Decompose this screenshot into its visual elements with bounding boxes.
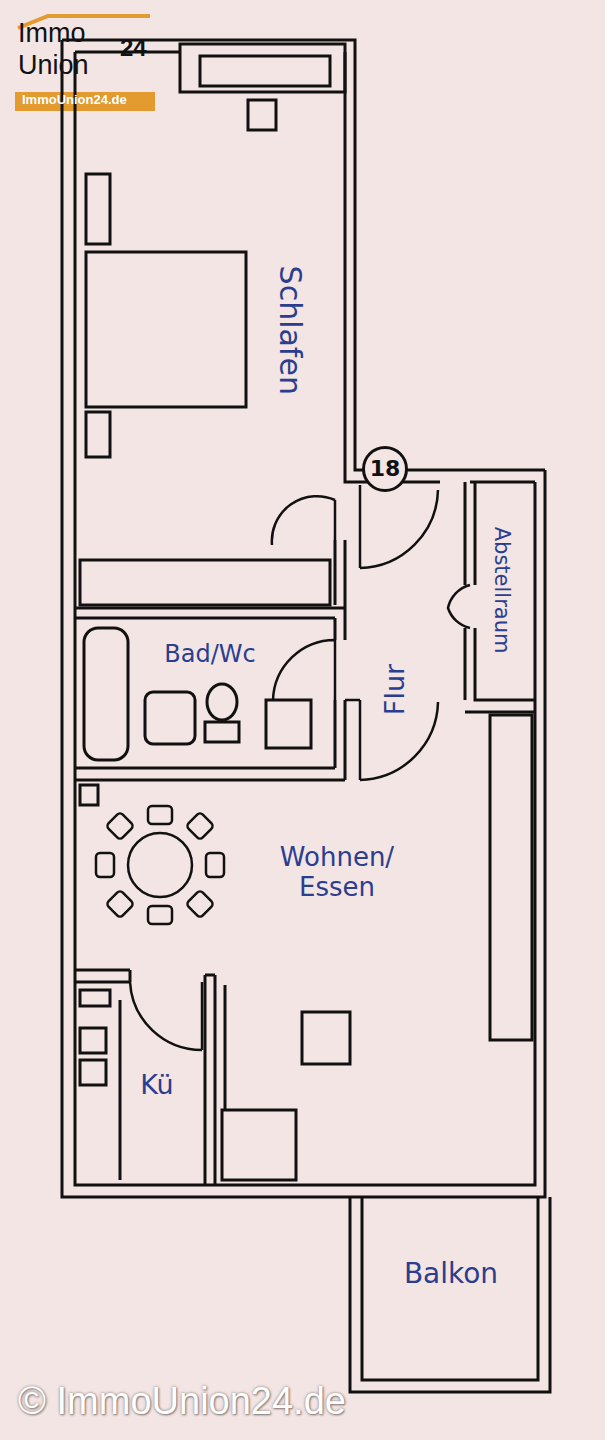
inner-wall — [75, 52, 535, 482]
cabinet — [490, 715, 532, 1040]
sideboard — [222, 1110, 296, 1180]
logo-bar — [15, 92, 155, 111]
room-label: Schlafen — [273, 265, 308, 394]
inner-wall — [75, 970, 130, 982]
room-area: Balkon — [368, 1242, 534, 1306]
fixture — [248, 100, 276, 130]
callout-circle: 18 — [362, 446, 408, 492]
outer-wall — [62, 40, 545, 1197]
chair — [302, 1012, 350, 1064]
wardrobe — [80, 560, 330, 605]
room-label: Wohnen/ Essen — [280, 843, 395, 903]
chimney — [80, 785, 98, 805]
toilet — [205, 722, 239, 742]
nightstand — [86, 174, 110, 244]
inner-wall — [335, 618, 345, 780]
room-area: Schlafen — [250, 200, 330, 460]
counter — [119, 1000, 122, 1180]
toilet — [207, 684, 237, 720]
bed — [86, 252, 246, 407]
door — [273, 640, 335, 700]
callout-number: 18 — [370, 456, 401, 481]
room-label: Abstellraum — [490, 527, 514, 654]
door — [272, 496, 335, 545]
stove — [80, 1060, 106, 1085]
chimney — [200, 56, 330, 86]
room-area: Bad/Wc — [140, 632, 280, 678]
stove — [80, 1028, 106, 1053]
washer — [266, 700, 311, 748]
inner-wall — [205, 975, 215, 1185]
outer-wall — [75, 52, 535, 1185]
balcony-wall — [350, 1197, 550, 1392]
bathtub — [84, 628, 128, 760]
logo-url: ImmoUnion24.de — [22, 93, 127, 106]
room-label: Bad/Wc — [164, 641, 255, 669]
door — [360, 485, 438, 568]
door — [130, 982, 202, 1050]
inner-wall — [465, 482, 535, 712]
nightstand — [86, 412, 110, 457]
room-label: Balkon — [404, 1258, 498, 1290]
room-label: Flur — [379, 664, 410, 715]
room-area: Abstellraum — [476, 488, 528, 693]
room-area: Kü — [122, 1060, 192, 1110]
inner-wall — [335, 540, 345, 618]
room-label: Kü — [140, 1069, 173, 1100]
door — [448, 585, 470, 628]
logo-text: 24 — [120, 36, 147, 60]
chimney — [180, 44, 345, 92]
logo-text: Union — [18, 52, 89, 79]
sink — [145, 692, 195, 744]
watermark: © ImmoUnion24.de — [18, 1382, 346, 1420]
outer-wall — [62, 40, 545, 470]
logo-text: Immo — [18, 20, 86, 47]
dining-table — [96, 806, 224, 924]
inner-wall — [75, 768, 345, 780]
partition — [224, 985, 227, 1110]
room-area: Wohnen/ Essen — [262, 828, 412, 918]
room-area: Flur — [365, 630, 425, 750]
sink — [80, 990, 110, 1006]
inner-wall — [75, 608, 345, 618]
